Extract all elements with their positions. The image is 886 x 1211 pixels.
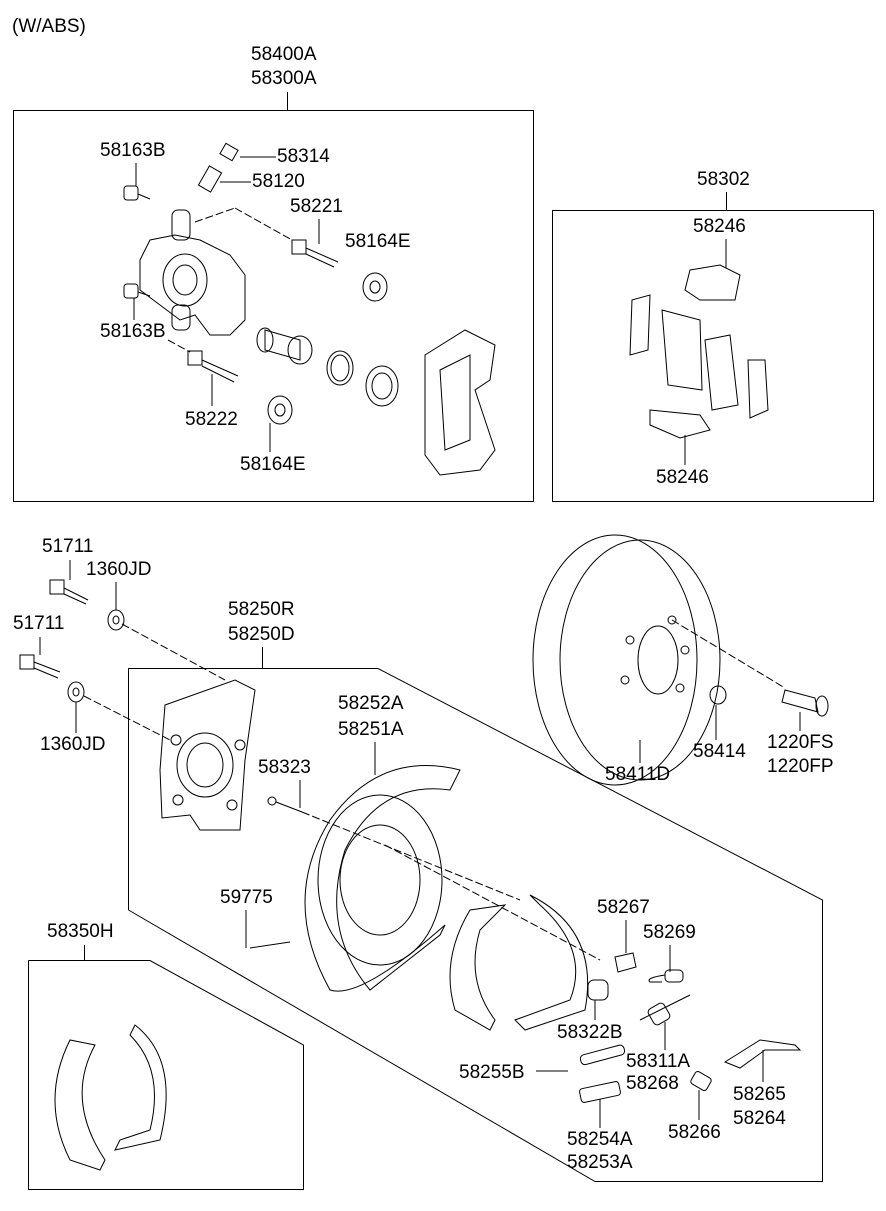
part-number[interactable]: 58414 xyxy=(693,741,746,762)
part-number[interactable]: 59775 xyxy=(220,887,273,908)
part-number[interactable]: 58246 xyxy=(656,467,709,488)
brake-pad-icon xyxy=(629,294,769,419)
part-number[interactable]: 58322B xyxy=(557,1022,623,1043)
part-number[interactable]: 58164E xyxy=(345,231,411,252)
part-number[interactable]: 58314 xyxy=(277,146,330,167)
part-number[interactable]: 58252A xyxy=(338,693,404,714)
brake-shoe-icon xyxy=(449,894,589,1031)
caliper-bracket-icon xyxy=(424,329,496,476)
part-number[interactable]: 58253A xyxy=(567,1152,633,1173)
caliper-assembly-number[interactable]: 58400A xyxy=(251,44,317,65)
part-number[interactable]: 58265 xyxy=(733,1084,786,1105)
part-number[interactable]: 58268 xyxy=(626,1073,679,1094)
part-number[interactable]: 1360JD xyxy=(86,559,152,580)
part-number[interactable]: 58163B xyxy=(100,140,166,161)
drum-assembly-number[interactable]: 58250R xyxy=(228,599,295,620)
part-number[interactable]: 58222 xyxy=(185,409,238,430)
part-number[interactable]: 58255B xyxy=(459,1062,525,1083)
part-number[interactable]: 1360JD xyxy=(40,734,106,755)
part-number[interactable]: 58269 xyxy=(643,922,696,943)
caliper-body-icon xyxy=(139,209,246,336)
shoe-set-icon xyxy=(54,1024,167,1171)
shoe-box xyxy=(28,945,304,1190)
plug-icon xyxy=(709,685,727,705)
drum-brake-box xyxy=(128,647,823,1182)
pin-icon xyxy=(267,796,303,813)
spring-icon xyxy=(579,969,712,1091)
caliper-assembly-number[interactable]: 58300A xyxy=(251,68,317,89)
pad-assembly-number[interactable]: 58302 xyxy=(697,169,750,190)
knuckle-icon xyxy=(159,679,256,831)
pad-clip-icon xyxy=(649,264,741,439)
drum-assembly-number[interactable]: 58250D xyxy=(228,624,295,645)
shoe-assembly-number[interactable]: 58350H xyxy=(47,921,114,942)
part-number[interactable]: 58254A xyxy=(567,1129,633,1150)
part-number[interactable]: 58264 xyxy=(733,1108,786,1129)
part-number[interactable]: 58246 xyxy=(693,216,746,237)
part-number[interactable]: 58323 xyxy=(258,757,311,778)
retainer-icon xyxy=(614,952,637,973)
adjuster-icon xyxy=(579,1081,621,1103)
guide-pin-icon xyxy=(187,239,339,383)
part-number[interactable]: 58267 xyxy=(597,897,650,918)
part-number[interactable]: 58311A xyxy=(626,1051,691,1072)
backing-plate-icon xyxy=(304,765,461,992)
lever-icon xyxy=(723,1039,802,1069)
part-number[interactable]: 51711 xyxy=(42,536,94,557)
part-number[interactable]: 58221 xyxy=(290,196,343,217)
caliper-box xyxy=(13,92,534,502)
part-number[interactable]: 1220FP xyxy=(767,756,834,777)
part-number[interactable]: 58251A xyxy=(338,719,404,740)
part-number[interactable]: 1220FS xyxy=(767,732,834,753)
bleeder-icon xyxy=(197,142,239,193)
part-number[interactable]: 58266 xyxy=(668,1122,721,1143)
bolt-icon xyxy=(123,185,151,299)
brake-disc-icon xyxy=(532,534,721,786)
screw-icon xyxy=(781,689,829,717)
part-number[interactable]: 58120 xyxy=(252,171,305,192)
part-number[interactable]: 58163B xyxy=(100,321,166,342)
part-number[interactable]: 58164E xyxy=(240,454,306,475)
part-number[interactable]: 58411D xyxy=(605,764,671,785)
variant-label: (W/ABS) xyxy=(12,16,86,37)
bolt-icon xyxy=(19,579,89,679)
seal-icon xyxy=(326,350,399,407)
piston-icon xyxy=(256,327,313,365)
boot-icon xyxy=(267,272,388,425)
pad-box xyxy=(552,192,874,502)
washer-icon xyxy=(67,609,125,703)
part-number[interactable]: 51711 xyxy=(13,613,65,634)
